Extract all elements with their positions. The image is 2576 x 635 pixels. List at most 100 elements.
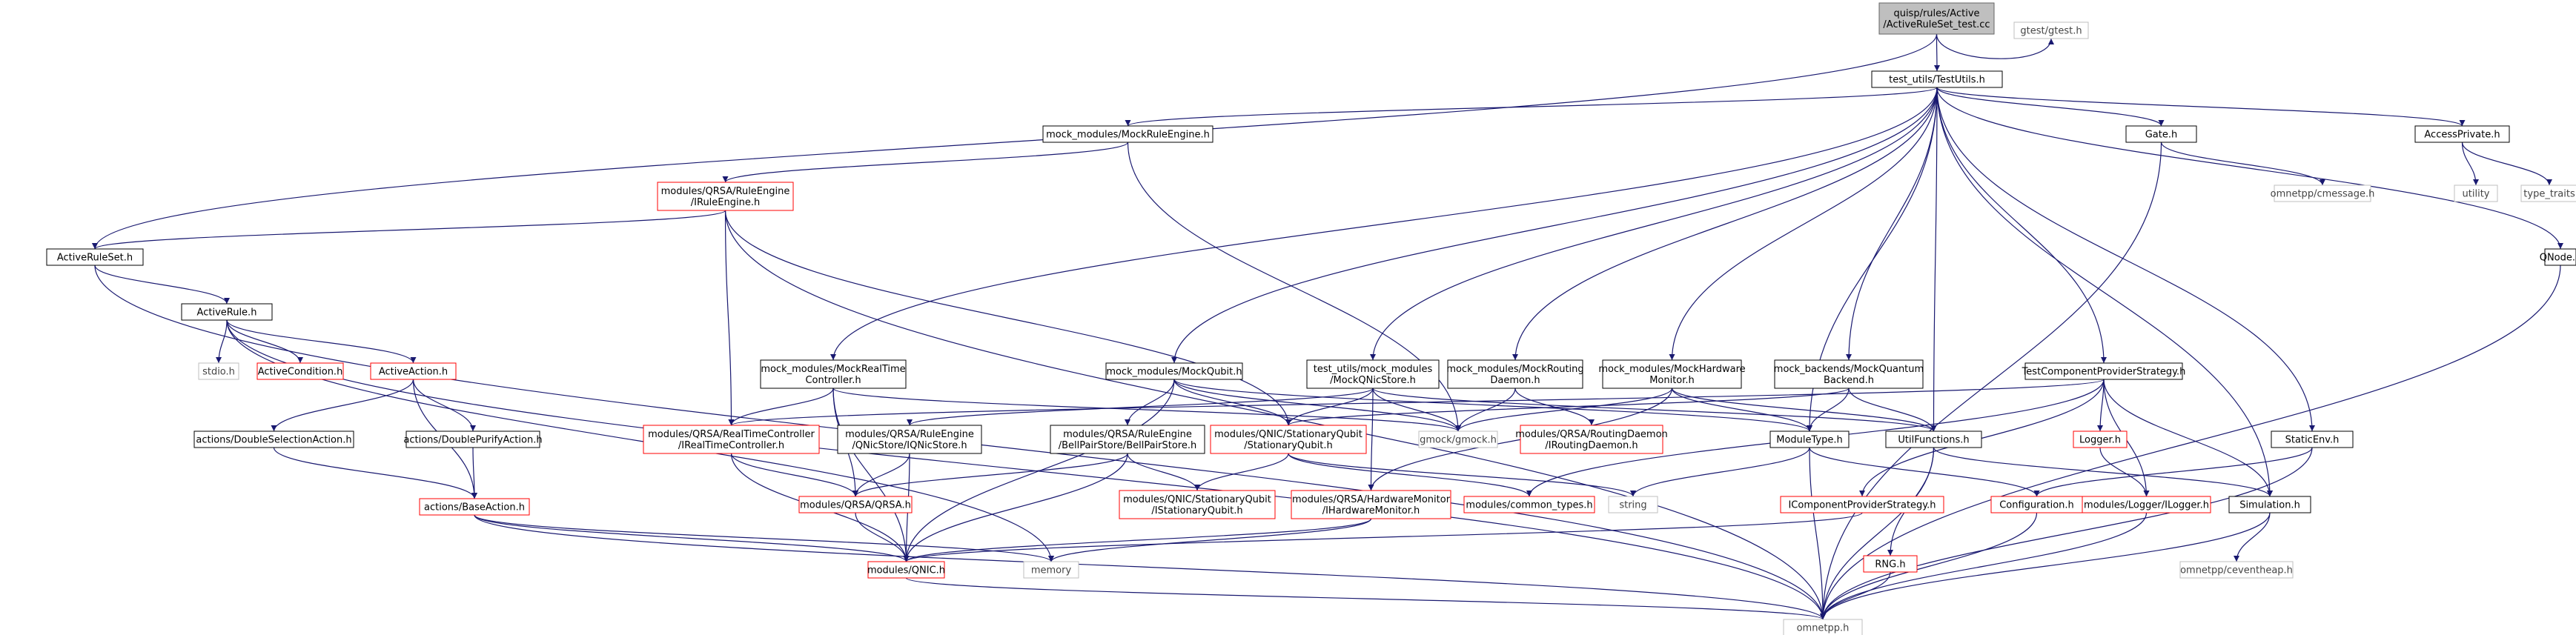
node-box xyxy=(193,430,354,448)
edge-doubleselection-to-baseaction xyxy=(273,447,477,499)
node-iruleengine[interactable]: modules/QRSA/RuleEngine/IRuleEngine.h xyxy=(657,182,794,211)
node-cmessage: omnetpp/cmessage.h xyxy=(2271,184,2374,202)
node-icomponentprovider[interactable]: IComponentProviderStrategy.h xyxy=(1780,496,1944,513)
node-activecondition[interactable]: ActiveCondition.h xyxy=(256,362,344,380)
node-activeruleset[interactable]: ActiveRuleSet.h xyxy=(46,248,144,266)
edge-iruleengine-to-stationaryqubit xyxy=(724,210,1291,426)
node-mockqubit[interactable]: mock_modules/MockQubit.h xyxy=(1105,362,1243,380)
node-ihardwaremonitor[interactable]: modules/QRSA/HardwareMonitor/IHardwareMo… xyxy=(1291,490,1451,519)
node-activerule[interactable]: ActiveRule.h xyxy=(181,303,273,321)
node-doublepurify[interactable]: actions/DoublePurifyAction.h xyxy=(403,430,543,448)
node-testutils[interactable]: test_utils/TestUtils.h xyxy=(1871,70,2003,88)
edge-testutils-to-accessprivate xyxy=(1936,87,2466,127)
node-mockruleengine[interactable]: mock_modules/MockRuleEngine.h xyxy=(1042,125,1213,143)
node-box xyxy=(2013,21,2089,39)
node-label: mock_modules/MockHardware xyxy=(1598,364,1745,375)
node-box xyxy=(760,359,907,389)
node-box xyxy=(198,362,239,380)
node-istationaryqubit[interactable]: modules/QNIC/StationaryQubit/IStationary… xyxy=(1119,490,1276,519)
node-commontypes[interactable]: modules/common_types.h xyxy=(1463,496,1595,513)
node-label: Gate.h xyxy=(2145,130,2178,141)
edge-ihardwaremonitor-to-memory xyxy=(1048,518,1372,562)
edge-baseaction-to-qnic xyxy=(474,514,910,562)
edge-root-to-activeruleset xyxy=(92,33,1938,250)
node-box xyxy=(1783,619,1863,635)
node-gate[interactable]: Gate.h xyxy=(2125,125,2197,143)
node-box xyxy=(1863,555,1918,573)
node-staticenv[interactable]: StaticEnv.h xyxy=(2271,430,2354,448)
edge-testutils-to-simulation xyxy=(1936,87,2273,497)
node-box xyxy=(1050,425,1205,454)
node-doubleselection[interactable]: actions/DoubleSelectionAction.h xyxy=(193,430,354,448)
node-logger[interactable]: Logger.h xyxy=(2073,430,2128,448)
edge-mockquantumbackend-to-stationaryqubit xyxy=(1285,388,1850,426)
edge-activeaction-to-doublepurify xyxy=(412,379,476,432)
edge-testutils-to-mockqubit xyxy=(1171,87,1938,364)
node-baseaction[interactable]: actions/BaseAction.h xyxy=(419,498,530,516)
node-label: IComponentProviderStrategy.h xyxy=(1788,500,1936,511)
node-label: /IRealTimeController.h xyxy=(678,440,784,451)
edge-testutils-to-utilfunctions xyxy=(1930,87,1938,432)
edge-testutils-to-testcomponent xyxy=(1936,87,2107,364)
node-box xyxy=(1878,2,1995,35)
node-irealtime[interactable]: modules/QRSA/RealTimeController/IRealTim… xyxy=(643,425,820,454)
edge-mockruleengine-to-iruleengine xyxy=(722,142,1129,183)
node-utility: utility xyxy=(2454,184,2498,202)
node-label: mock_modules/MockRealTime xyxy=(761,364,905,375)
node-label: gmock/gmock.h xyxy=(1420,435,1497,446)
edge-root-to-testutils xyxy=(1933,33,1940,72)
node-label: omnetpp/ceventheap.h xyxy=(2180,565,2293,576)
node-box xyxy=(1463,496,1595,513)
node-activeaction[interactable]: ActiveAction.h xyxy=(370,362,457,380)
node-utilfunctions[interactable]: UtilFunctions.h xyxy=(1885,430,1982,448)
node-box xyxy=(370,362,457,380)
node-box xyxy=(1885,430,1982,448)
node-rng[interactable]: RNG.h xyxy=(1863,555,1918,573)
node-iroutingdaemon[interactable]: modules/QRSA/RoutingDaemon/IRoutingDaemo… xyxy=(1515,425,1668,454)
edge-mockrouting-to-iroutingdaemon xyxy=(1514,388,1595,426)
node-label: modules/QNIC.h xyxy=(867,565,945,576)
node-ilogger[interactable]: modules/Logger/ILogger.h xyxy=(2082,496,2211,513)
node-label: Backend.h xyxy=(1824,375,1874,386)
node-box xyxy=(1780,496,1944,513)
edge-mockrealtime-to-gmock xyxy=(832,388,1461,432)
node-accessprivate[interactable]: AccessPrivate.h xyxy=(2414,125,2510,143)
node-qnic[interactable]: modules/QNIC.h xyxy=(867,561,945,579)
node-stdio: stdio.h xyxy=(198,362,239,380)
node-iqnicstore[interactable]: modules/QRSA/RuleEngine/QNicStore/IQNicS… xyxy=(837,425,982,454)
node-box xyxy=(1291,490,1451,519)
edge-testcomponent-to-simulation xyxy=(2103,379,2273,497)
node-label: /StationaryQubit.h xyxy=(1244,440,1332,451)
node-label: /IStationaryQubit.h xyxy=(1151,505,1242,516)
edge-irealtime-to-qrsa xyxy=(730,453,858,497)
node-stationaryqubit[interactable]: modules/QNIC/StationaryQubit/StationaryQ… xyxy=(1210,425,1367,454)
node-qrsa[interactable]: modules/QRSA/QRSA.h xyxy=(798,496,913,513)
node-label: /IRoutingDaemon.h xyxy=(1545,440,1638,451)
node-configuration[interactable]: Configuration.h xyxy=(1990,496,2083,513)
node-root[interactable]: quisp/rules/Active/ActiveRuleSet_test.cc xyxy=(1878,2,1995,35)
node-mockqnicstore[interactable]: test_utils/mock_modules/MockQNicStore.h xyxy=(1306,359,1440,389)
node-moduletype[interactable]: ModuleType.h xyxy=(1769,430,1850,448)
node-label: mock_modules/MockRouting xyxy=(1446,364,1583,375)
node-label: quisp/rules/Active xyxy=(1893,8,1979,19)
node-box xyxy=(1871,70,2003,88)
node-box xyxy=(2454,184,2498,202)
node-label: modules/QRSA/RuleEngine xyxy=(845,429,974,440)
node-box xyxy=(1769,430,1850,448)
node-label: /MockQNicStore.h xyxy=(1330,375,1416,386)
node-testcomponent[interactable]: TestComponentProviderStrategy.h xyxy=(2022,362,2186,380)
node-box xyxy=(643,425,820,454)
node-bellpairstore[interactable]: modules/QRSA/RuleEngine/BellPairStore/Be… xyxy=(1050,425,1205,454)
edge-stationaryqubit-to-string xyxy=(1288,453,1636,497)
node-qnode[interactable]: QNode.h xyxy=(2540,248,2576,266)
node-simulation[interactable]: Simulation.h xyxy=(2228,496,2311,513)
node-label: mock_modules/MockQubit.h xyxy=(1106,367,1242,378)
edge-bellpairstore-to-qnic xyxy=(903,453,1128,562)
edge-moduletype-to-string xyxy=(1630,447,1810,497)
node-box xyxy=(1042,125,1213,143)
edge-mockqnicstore-to-ihardwaremonitor xyxy=(1368,388,1374,491)
